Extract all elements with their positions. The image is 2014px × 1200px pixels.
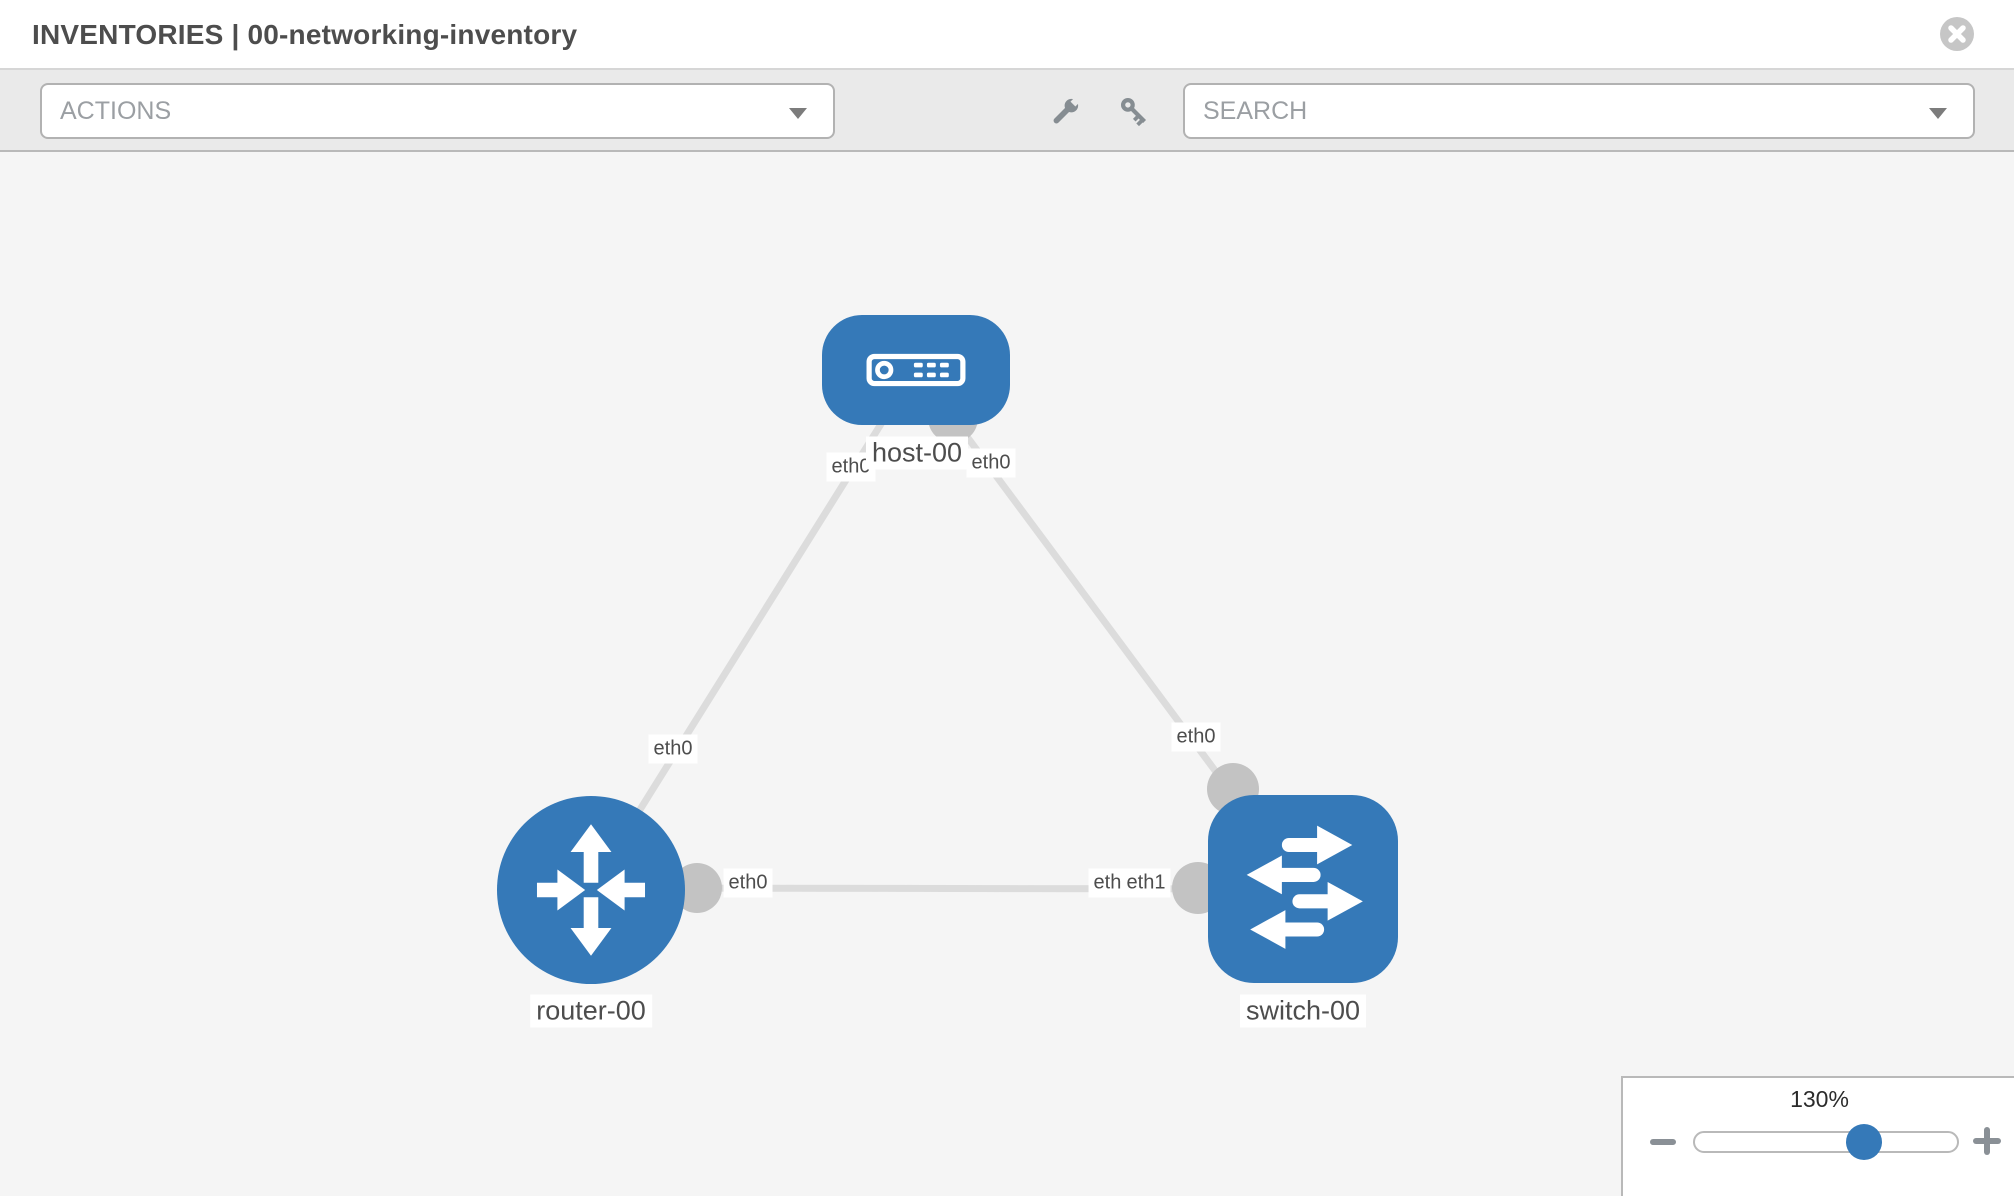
key-icon [1120, 97, 1147, 127]
zoom-panel: 130% [1621, 1076, 2014, 1196]
key-button[interactable] [1117, 94, 1153, 130]
interface-label: eth0 [966, 448, 1016, 478]
topology-links-layer [588, 365, 1306, 914]
node-switch-00[interactable] [1208, 795, 1398, 983]
interface-label: eth0 [723, 868, 773, 898]
search-dropdown-label: SEARCH [1203, 97, 1308, 125]
toolbar: ACTIONS SEARC [0, 70, 2014, 152]
node-label-switch-00: switch-00 [1239, 994, 1367, 1028]
zoom-level: 130% [1790, 1086, 1849, 1112]
interface-label: eth1 [1121, 868, 1171, 898]
chevron-down-icon [789, 108, 807, 119]
zoom-slider-track[interactable] [1693, 1131, 1959, 1153]
zoom-slider-handle[interactable] [1846, 1124, 1882, 1160]
zoom-out-button[interactable] [1649, 1128, 1677, 1156]
minus-icon [1650, 1139, 1676, 1145]
actions-dropdown[interactable]: ACTIONS [40, 83, 835, 139]
node-router-00[interactable] [497, 796, 685, 984]
zoom-in-button[interactable] [1972, 1126, 2002, 1156]
plus-icon [1973, 1127, 2001, 1155]
wrench-icon [1053, 96, 1081, 124]
search-dropdown[interactable]: SEARCH [1183, 83, 1975, 139]
actions-dropdown-label: ACTIONS [60, 97, 172, 125]
interface-label: eth0 [648, 734, 698, 764]
router-icon [536, 824, 646, 956]
host-icon [866, 353, 966, 387]
switch-icon [1246, 825, 1363, 949]
topology-canvas[interactable]: eth0 eth0 eth0 eth0 eth0 eth0 eth1 host-… [0, 152, 2014, 1196]
interface-connector [672, 863, 722, 913]
node-host-00[interactable] [822, 315, 1010, 425]
page-title: INVENTORIES | 00-networking-inventory [32, 19, 578, 50]
node-label-host-00: host-00 [865, 436, 969, 470]
close-button[interactable] [1940, 17, 1974, 51]
wrench-button[interactable] [1047, 94, 1083, 130]
node-label-router-00: router-00 [530, 994, 652, 1028]
chevron-down-icon [1929, 108, 1947, 119]
close-icon [1948, 25, 1966, 43]
page-header: INVENTORIES | 00-networking-inventory [0, 0, 2014, 70]
interface-label: eth0 [1171, 722, 1221, 752]
